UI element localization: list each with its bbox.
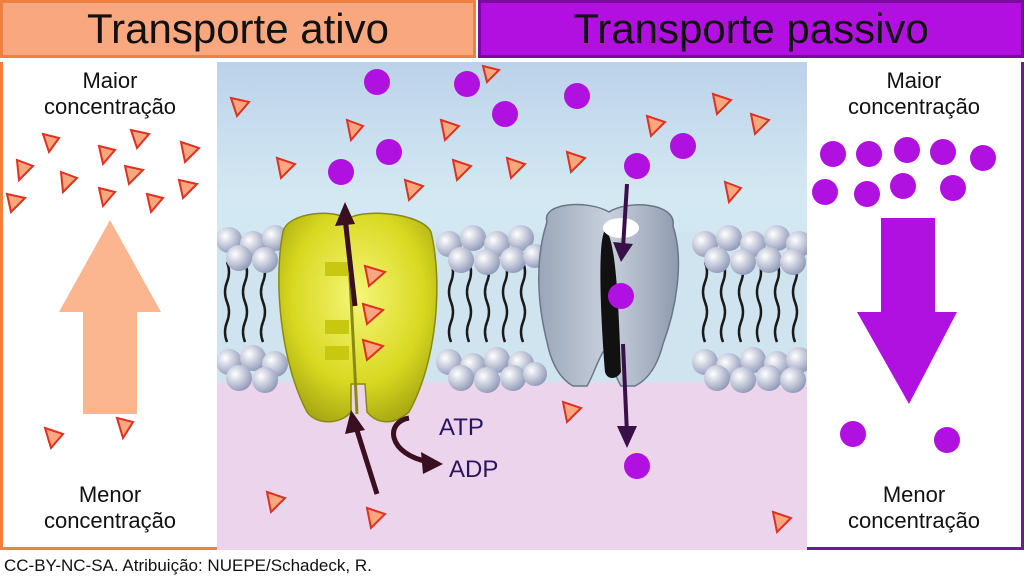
active-panel-graphic bbox=[5, 128, 201, 451]
adp-label: ADP bbox=[449, 456, 499, 483]
label-line: Maior bbox=[82, 68, 138, 93]
pump-bound-molecules bbox=[361, 264, 388, 362]
lipid-heads-top bbox=[216, 225, 812, 275]
label-line: Menor bbox=[78, 482, 142, 507]
passive-gradient-panel: Maior concentração Menor concentração bbox=[804, 62, 1024, 550]
low-concentration-label-right: Menor concentração bbox=[807, 482, 1021, 534]
membrane-scene: ATP ADP bbox=[216, 62, 812, 550]
purple-molecules-scene bbox=[328, 69, 696, 479]
active-transport-header: Transporte ativo bbox=[0, 0, 476, 58]
channel-bound-molecule bbox=[608, 283, 634, 309]
label-line: Maior bbox=[886, 68, 942, 93]
active-transport-title: Transporte ativo bbox=[87, 5, 389, 52]
membrane-illustration bbox=[216, 62, 812, 550]
passive-transport-header: Transporte passivo bbox=[478, 0, 1024, 58]
down-arrow-passive bbox=[857, 218, 957, 404]
lipid-heads-bottom bbox=[216, 345, 812, 393]
purple-molecules-right bbox=[812, 137, 996, 453]
high-concentration-label-right: Maior concentração bbox=[807, 68, 1021, 120]
up-arrow-active bbox=[59, 220, 161, 414]
low-concentration-label-left: Menor concentração bbox=[3, 482, 217, 534]
credit-line: CC-BY-NC-SA. Atribuição: NUEPE/Schadeck,… bbox=[4, 556, 372, 575]
label-line: concentração bbox=[43, 94, 177, 119]
orange-molecules-scene bbox=[229, 64, 793, 535]
label-line: concentração bbox=[43, 508, 177, 533]
atp-label: ATP bbox=[439, 414, 484, 441]
active-transport-arrows bbox=[335, 202, 443, 495]
label-line: concentração bbox=[847, 94, 981, 119]
active-gradient-panel: Maior concentração Menor concentração bbox=[0, 62, 220, 550]
label-line: concentração bbox=[847, 508, 981, 533]
passive-transport-arrows bbox=[613, 183, 637, 448]
orange-molecules-left bbox=[5, 128, 201, 451]
passive-transport-title: Transporte passivo bbox=[573, 5, 929, 52]
passive-panel-graphic bbox=[812, 137, 996, 453]
lipid-tails bbox=[223, 261, 799, 343]
high-concentration-label-left: Maior concentração bbox=[3, 68, 217, 120]
label-line: Menor bbox=[882, 482, 946, 507]
